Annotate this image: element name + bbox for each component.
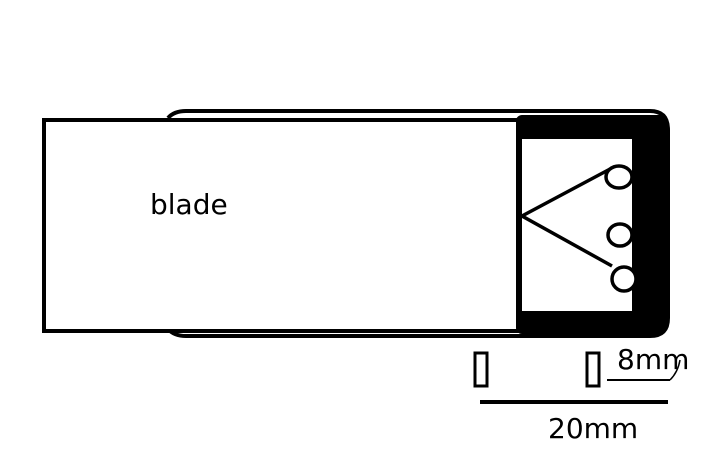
housing-outline	[166, 109, 670, 338]
blade-label: blade	[150, 188, 228, 221]
spring-triangle	[518, 166, 613, 268]
coil-loop-bottom	[610, 265, 638, 293]
dimension-label-20mm: 20mm	[548, 412, 638, 445]
dimension-label-8mm: 8mm	[617, 343, 689, 376]
dimension-hook-8mm	[669, 359, 681, 381]
blade-body	[42, 118, 524, 333]
pin-right	[585, 351, 601, 388]
coil-loop-top	[604, 164, 634, 190]
pin-left	[473, 351, 489, 388]
coil-loop-middle	[606, 222, 634, 248]
